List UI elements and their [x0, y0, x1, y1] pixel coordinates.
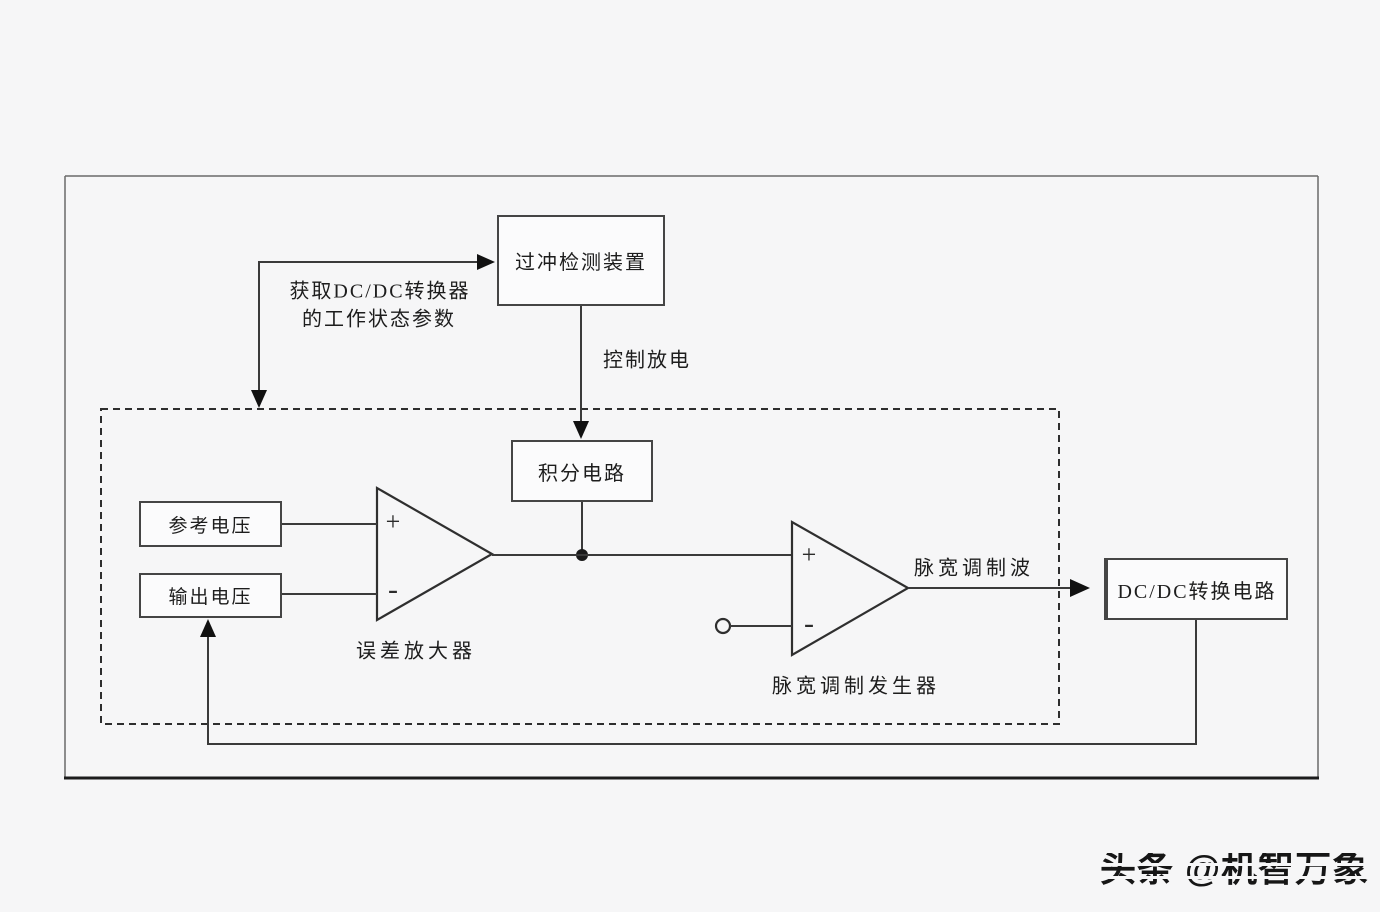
acquire-params-label-line2: 的工作状态参数 — [302, 308, 456, 331]
overshoot-detector-label: 过冲检测装置 — [515, 252, 647, 274]
error-amp-minus-sign: - — [388, 573, 398, 606]
reference-voltage-label: 参考电压 — [168, 515, 253, 537]
overshoot-detector-box: 过冲检测装置 — [497, 215, 665, 306]
pwm-wave-label: 脉宽调制波 — [914, 557, 1034, 580]
feedback-wire — [207, 620, 1197, 745]
integral-circuit-label: 积分电路 — [538, 462, 626, 485]
acquire-params-label-line1: 获取DC/DC转换器 — [289, 280, 471, 303]
dcdc-converter-box: DC/DC转换电路 — [1104, 558, 1288, 620]
arrowhead-into-dcdc-converter — [1070, 579, 1090, 597]
error-amp-plus-sign: + — [385, 507, 401, 536]
watermark: 头条 @机智万象 — [1100, 840, 1372, 892]
pwm-generator-triangle — [790, 520, 911, 657]
arrowhead-into-output-voltage — [200, 619, 216, 637]
pwm-minus-sign: - — [804, 607, 814, 640]
control-discharge-label: 控制放电 — [603, 349, 691, 372]
pwm-generator-label: 脉宽调制发生器 — [772, 675, 940, 698]
output-voltage-box: 输出电压 — [139, 573, 282, 618]
reference-voltage-box: 参考电压 — [139, 501, 282, 547]
control-loop-dashed-box — [100, 408, 1060, 725]
acquire-params-wire — [258, 261, 478, 391]
error-amplifier-label: 误差放大器 — [356, 640, 476, 663]
error-amplifier-triangle — [375, 486, 495, 622]
arrowhead-into-dashed-box — [251, 390, 267, 408]
pwm-plus-sign: + — [801, 540, 817, 569]
dcdc-converter-label: DC/DC转换电路 — [1117, 580, 1277, 603]
ramp-input-terminal — [714, 617, 732, 635]
watermark-text: 头条 @机智万象 — [1100, 848, 1370, 889]
output-voltage-label: 输出电压 — [168, 587, 253, 608]
arrowhead-into-integral-circuit — [573, 421, 589, 439]
integral-circuit-box: 积分电路 — [511, 440, 653, 502]
arrowhead-into-overshoot-detector — [477, 254, 495, 270]
